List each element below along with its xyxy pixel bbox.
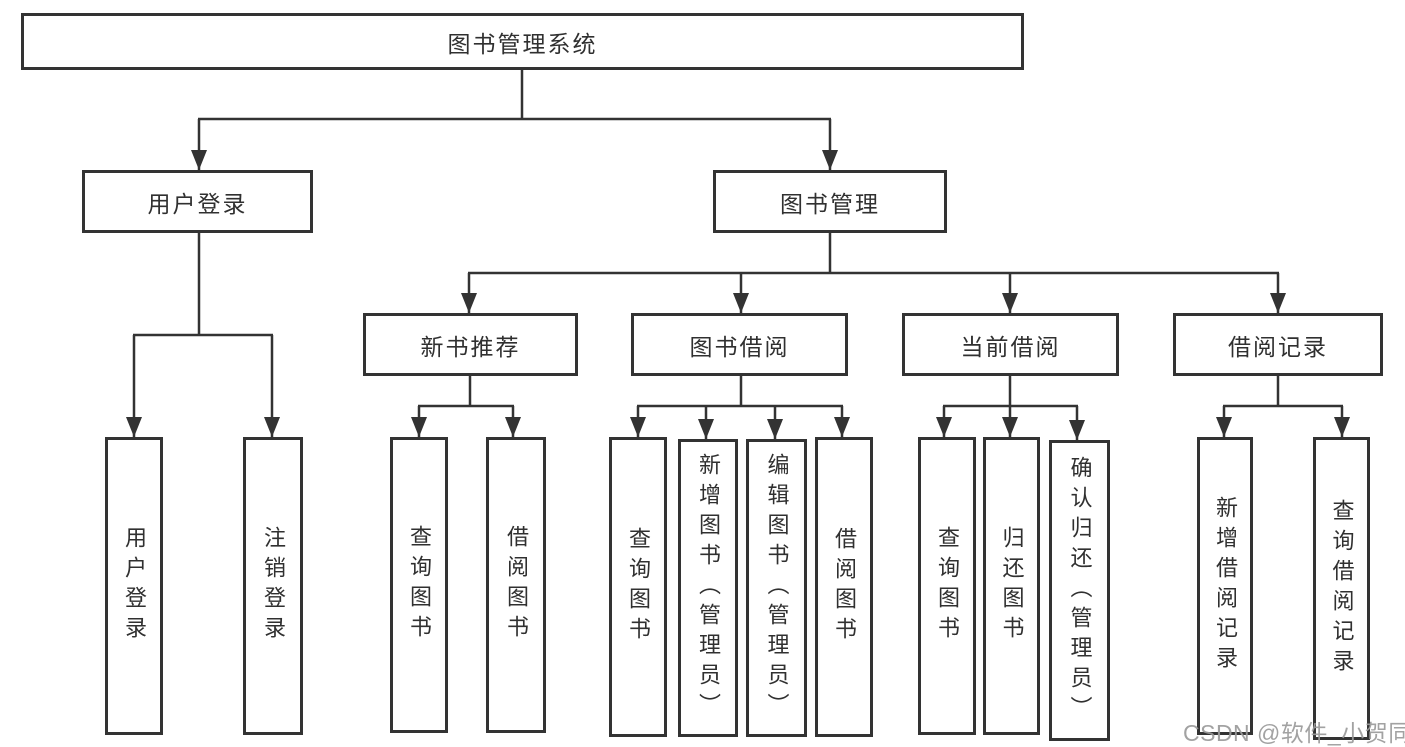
- leaf-recommend-borrow-book: 借阅图书: [486, 437, 546, 733]
- node-book-borrowing: 图书借阅: [631, 313, 848, 376]
- leaf-user-login-label: 用户登录: [122, 526, 147, 646]
- node-root: 图书管理系统: [21, 13, 1024, 70]
- node-new-book-recommend: 新书推荐: [363, 313, 578, 376]
- node-user-login-label: 用户登录: [147, 190, 248, 217]
- node-book-borrowing-label: 图书借阅: [689, 333, 790, 360]
- node-book-management-label: 图书管理: [780, 190, 880, 217]
- leaf-records-query-record-label: 查询借阅记录: [1329, 498, 1355, 679]
- node-current-borrowing: 当前借阅: [902, 313, 1119, 376]
- node-new-book-recommend-label: 新书推荐: [420, 333, 521, 360]
- leaf-borrowing-add-book-label: 新增图书（管理员）: [696, 453, 721, 723]
- leaf-borrowing-add-book: 新增图书（管理员）: [678, 439, 738, 737]
- leaf-recommend-borrow-book-label: 借阅图书: [504, 525, 529, 645]
- leaf-logout-label: 注销登录: [261, 526, 286, 646]
- node-borrowing-records: 借阅记录: [1173, 313, 1383, 376]
- leaf-borrowing-edit-book-label: 编辑图书（管理员）: [764, 453, 790, 723]
- leaf-current-return-book: 归还图书: [983, 437, 1040, 735]
- leaf-records-add-record: 新增借阅记录: [1197, 437, 1253, 735]
- node-root-label: 图书管理系统: [447, 30, 598, 57]
- leaf-borrowing-borrow-book-label: 借阅图书: [832, 527, 857, 647]
- node-borrowing-records-label: 借阅记录: [1228, 333, 1328, 360]
- leaf-recommend-query-book: 查询图书: [390, 437, 448, 733]
- leaf-records-add-record-label: 新增借阅记录: [1213, 496, 1238, 676]
- watermark: CSDN @软件_小贺同学: [1183, 720, 1405, 746]
- node-book-management: 图书管理: [713, 170, 947, 233]
- node-current-borrowing-label: 当前借阅: [960, 333, 1061, 360]
- node-user-login: 用户登录: [82, 170, 313, 233]
- leaf-logout: 注销登录: [243, 437, 303, 735]
- leaf-current-query-book: 查询图书: [918, 437, 976, 735]
- leaf-user-login: 用户登录: [105, 437, 163, 735]
- leaf-recommend-query-book-label: 查询图书: [407, 525, 432, 645]
- leaf-current-confirm-return-label: 确认归还（管理员）: [1067, 455, 1093, 726]
- leaf-borrowing-query-book-label: 查询图书: [626, 527, 651, 647]
- leaf-borrowing-query-book: 查询图书: [609, 437, 667, 737]
- leaf-records-query-record: 查询借阅记录: [1313, 437, 1370, 740]
- leaf-borrowing-borrow-book: 借阅图书: [815, 437, 873, 737]
- leaf-current-query-book-label: 查询图书: [935, 526, 960, 646]
- leaf-current-return-book-label: 归还图书: [999, 526, 1025, 646]
- leaf-borrowing-edit-book: 编辑图书（管理员）: [746, 439, 807, 737]
- leaf-current-confirm-return: 确认归还（管理员）: [1049, 440, 1110, 741]
